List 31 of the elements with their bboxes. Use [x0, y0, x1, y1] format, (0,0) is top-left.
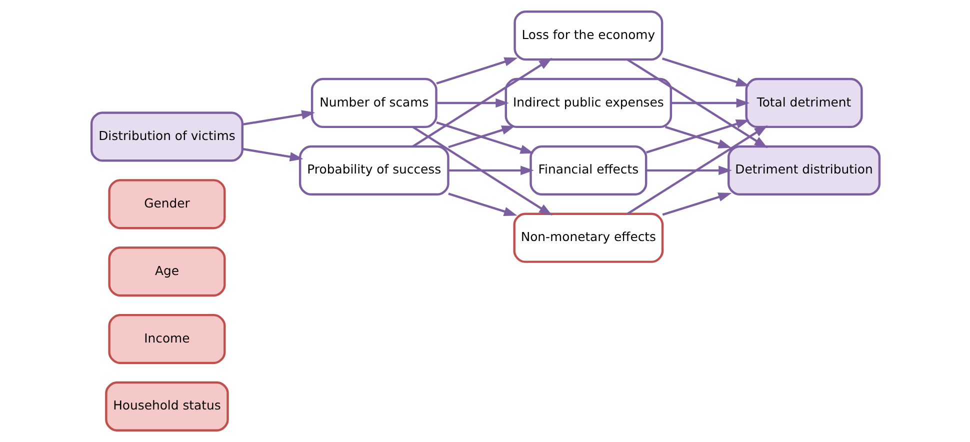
node-box: Household status — [104, 381, 228, 432]
arrow — [242, 148, 303, 162]
node-box: Financial effects — [529, 145, 647, 196]
arrow — [664, 126, 732, 148]
arrow — [670, 98, 750, 108]
node-box: Indirect public expenses — [504, 78, 672, 128]
arrow — [436, 98, 508, 108]
arrow — [448, 126, 515, 148]
node-box: Income — [108, 314, 226, 364]
node-box: Age — [108, 246, 226, 297]
arrow — [412, 58, 552, 148]
arrow — [646, 119, 749, 154]
arrow — [436, 57, 518, 85]
node-box: Probability of success — [298, 145, 449, 196]
node-box: Non-monetary effects — [512, 212, 664, 263]
node-box: Total detriment — [744, 78, 862, 128]
arrow — [436, 121, 534, 154]
arrow — [448, 166, 534, 176]
arrow — [448, 192, 517, 216]
arrow — [242, 110, 315, 126]
arrow — [661, 58, 750, 87]
arrow — [646, 166, 732, 176]
arrow — [412, 126, 552, 216]
node-box: Loss for the economy — [513, 10, 663, 61]
node-box: Detriment distribution — [727, 145, 880, 196]
node-box: Number of scams — [310, 78, 437, 128]
node-box: Gender — [108, 179, 226, 230]
arrow — [662, 192, 732, 216]
arrow — [626, 125, 768, 215]
node-box: Distribution of victims — [90, 112, 243, 162]
arrow — [626, 58, 768, 148]
